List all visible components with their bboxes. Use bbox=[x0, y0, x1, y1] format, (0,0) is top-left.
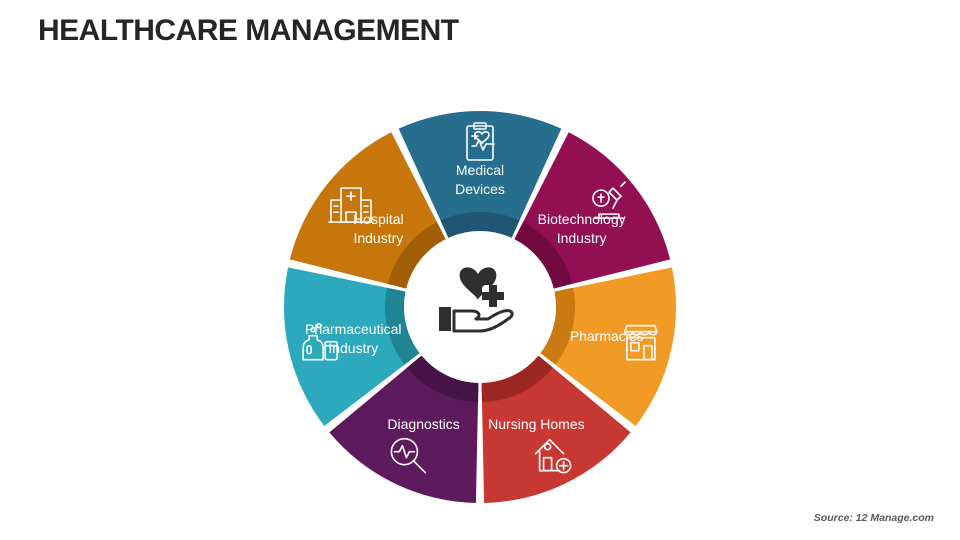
segment-inner-diagnostics bbox=[406, 355, 479, 402]
center-circle bbox=[404, 231, 556, 383]
segment-inner-biotechnology-industry bbox=[514, 222, 573, 289]
hospital-building-icon bbox=[328, 187, 374, 223]
source-note: Source: 12 Manage.com bbox=[813, 512, 934, 524]
hand-heart-plus-icon bbox=[439, 267, 514, 333]
segment-inner-pharmacies bbox=[540, 287, 575, 365]
segment-inner-nursing-homes bbox=[481, 355, 554, 402]
pharmacy-store-icon bbox=[624, 324, 658, 361]
microscope-icon bbox=[592, 181, 626, 219]
medicine-bottles-icon bbox=[302, 322, 338, 361]
segment-inner-hospital-industry bbox=[387, 222, 446, 289]
segment-inner-medical-devices bbox=[440, 212, 520, 238]
magnifier-pulse-icon bbox=[390, 437, 427, 474]
segment-label-pharmacies: Pharmacies bbox=[570, 328, 644, 344]
segment-label-nursing-homes: Nursing Homes bbox=[488, 416, 584, 432]
clipboard-heartbeat-icon bbox=[466, 122, 495, 161]
segment-medical-devices bbox=[398, 110, 562, 238]
house-plus-icon bbox=[534, 438, 572, 474]
segment-label-diagnostics: Diagnostics bbox=[387, 416, 459, 432]
segment-inner-pharmaceutical-industry bbox=[385, 287, 420, 365]
slide-title: HEALTHCARE MANAGEMENT bbox=[38, 14, 459, 47]
